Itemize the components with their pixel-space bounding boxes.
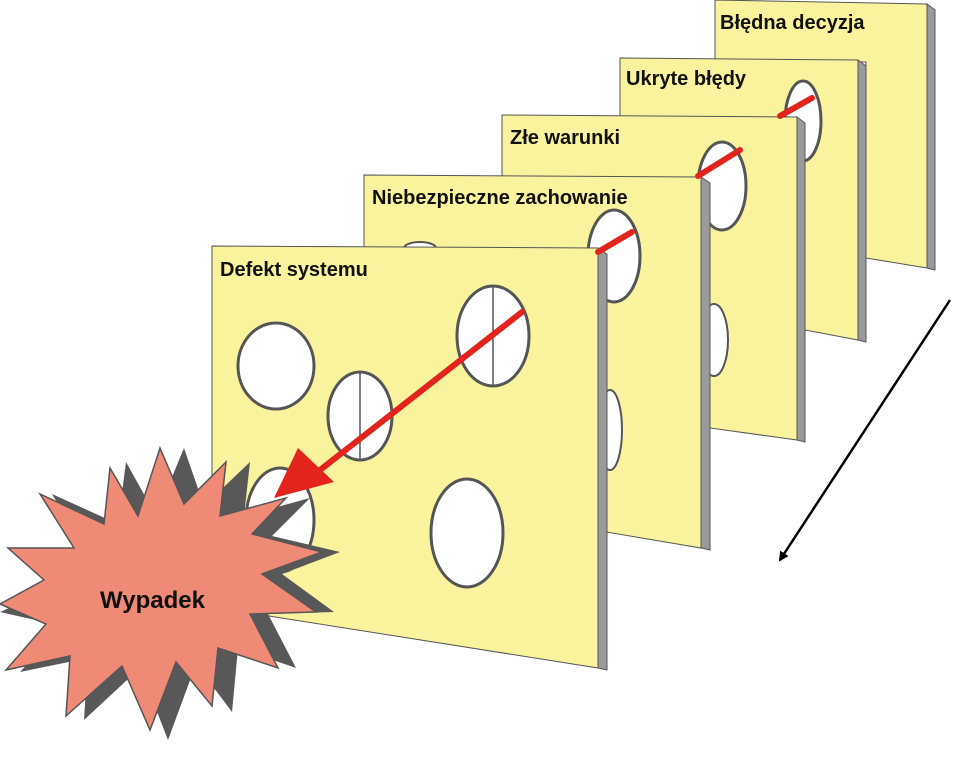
outcome-label: Wypadek [100,587,206,614]
layer-4-label: Ukryte błędy [626,68,747,90]
layer-1-hole-d [429,477,505,589]
layer-2-label: Niebezpieczne zachowanie [372,187,628,209]
direction-arrow [778,299,952,562]
burst-fill [0,445,325,732]
accident-trajectory [274,95,815,498]
trajectory-arrowhead [274,448,334,498]
layer-1-hole-a [236,321,316,411]
layer-3-label: Złe warunki [510,127,620,149]
layer-5-label: Błędna decyzja [720,12,865,34]
accident-burst [0,445,340,740]
layer-1-label: Defekt systemu [220,259,368,281]
